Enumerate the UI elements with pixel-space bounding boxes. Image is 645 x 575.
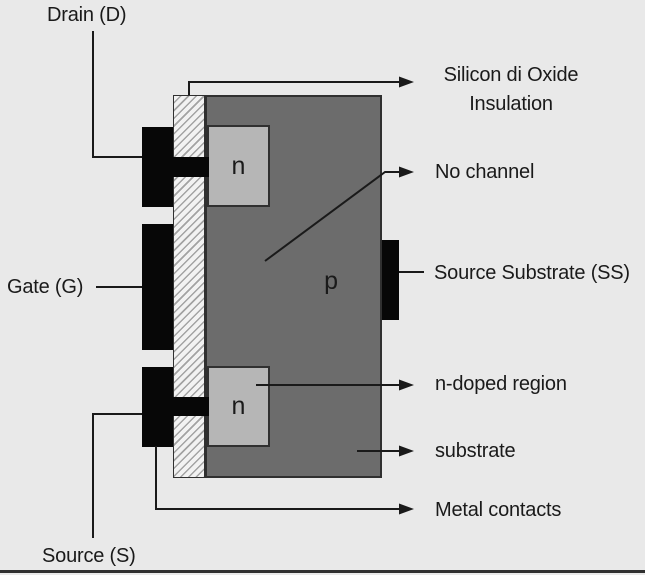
figure-bottom-border [0,570,645,573]
metal-contacts-label: Metal contacts [435,499,562,521]
oxide-arrowhead-icon [399,76,414,88]
drain-metal-contact [142,127,173,207]
substrate-label: substrate [435,440,516,462]
n-top-label: n [231,151,246,180]
oxide-insulation-label-line1: Silicon di Oxide [443,64,579,86]
drain-lead-line [92,31,142,158]
gate-metal-contact [142,224,173,350]
substrate-arrowhead-icon [399,445,414,457]
oxide-pointer-line [188,81,400,95]
source-metal-contact [142,367,173,447]
n-doped-region-label: n-doped region [435,373,567,395]
n-region-bottom: n [207,366,270,447]
source-lead-line [92,413,142,538]
no-channel-arrowhead-icon [399,166,414,178]
source-contact-via [173,397,209,416]
n-bottom-label: n [231,392,246,420]
p-body-label: p [324,267,338,295]
no-channel-label: No channel [435,161,535,183]
source-substrate-label: Source Substrate (SS) [434,262,630,284]
oxide-insulation-layer [173,95,205,478]
oxide-insulation-label-line2: Insulation [469,93,553,115]
source-terminal-label: Source (S) [42,545,136,567]
n-region-top: n [207,125,270,207]
n-doped-arrowhead-icon [399,379,414,391]
gate-terminal-label: Gate (G) [7,276,84,298]
oxide-insulation-label: Silicon di Oxide Insulation [421,61,601,119]
drain-terminal-label: Drain (D) [47,4,127,26]
drain-contact-via [173,157,209,177]
source-substrate-contact [382,240,399,320]
metal-contacts-arrowhead-icon [399,503,414,515]
